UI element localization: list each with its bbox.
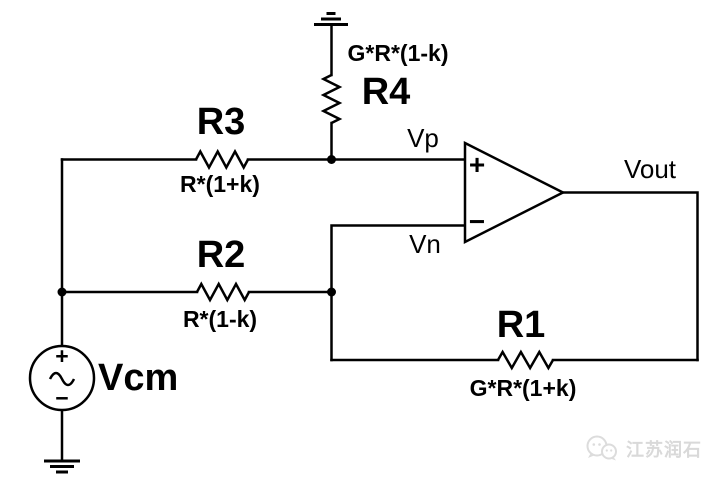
resistor-r4-ref: R4 [362, 71, 411, 113]
source-vcm: + − Vcm [28, 343, 178, 412]
resistor-r3-value: R*(1+k) [180, 171, 260, 197]
source-ref-label: Vcm [98, 357, 178, 399]
opamp: + − [463, 140, 566, 245]
net-label-vout: Vout [624, 154, 677, 184]
watermark: 江苏润石 [585, 434, 702, 464]
opamp-triangle [463, 140, 566, 245]
resistor-r4-value: G*R*(1-k) [348, 40, 449, 66]
opamp-plus-label: + [469, 149, 485, 180]
wechat-icon [586, 435, 617, 461]
resistor-r3: R3 R*(1+k) [180, 101, 260, 197]
junction-vn [327, 287, 336, 297]
resistor-r2: R2 R*(1-k) [183, 234, 257, 332]
wire-vn [330, 224, 467, 362]
resistor-r2-symbol [195, 281, 251, 303]
wire-vout [561, 191, 699, 362]
ground-top-icon [314, 12, 348, 26]
resistor-r2-ref: R2 [197, 234, 246, 276]
resistor-r3-ref: R3 [197, 101, 246, 143]
source-minus-label: − [55, 385, 68, 411]
wires [60, 23, 699, 463]
resistor-r1: R1 G*R*(1+k) [470, 304, 577, 401]
net-label-vn: Vn [409, 229, 441, 259]
resistor-r3-symbol [194, 148, 250, 171]
resistor-r1-symbol [496, 349, 555, 371]
source-plus-label: + [55, 343, 68, 369]
net-label-vp: Vp [407, 123, 439, 153]
junction-left [57, 287, 67, 297]
watermark-text: 江苏润石 [626, 440, 702, 460]
junction-vp [327, 155, 336, 164]
ground-bottom-icon [44, 459, 80, 474]
sine-wave-icon [48, 371, 76, 387]
resistor-r1-ref: R1 [497, 304, 546, 346]
resistor-r1-value: G*R*(1+k) [470, 375, 577, 401]
resistor-r4: G*R*(1-k) R4 [320, 40, 449, 125]
resistor-r4-symbol [320, 73, 343, 125]
opamp-minus-label: − [469, 206, 485, 237]
resistor-r2-value: R*(1-k) [183, 306, 257, 332]
